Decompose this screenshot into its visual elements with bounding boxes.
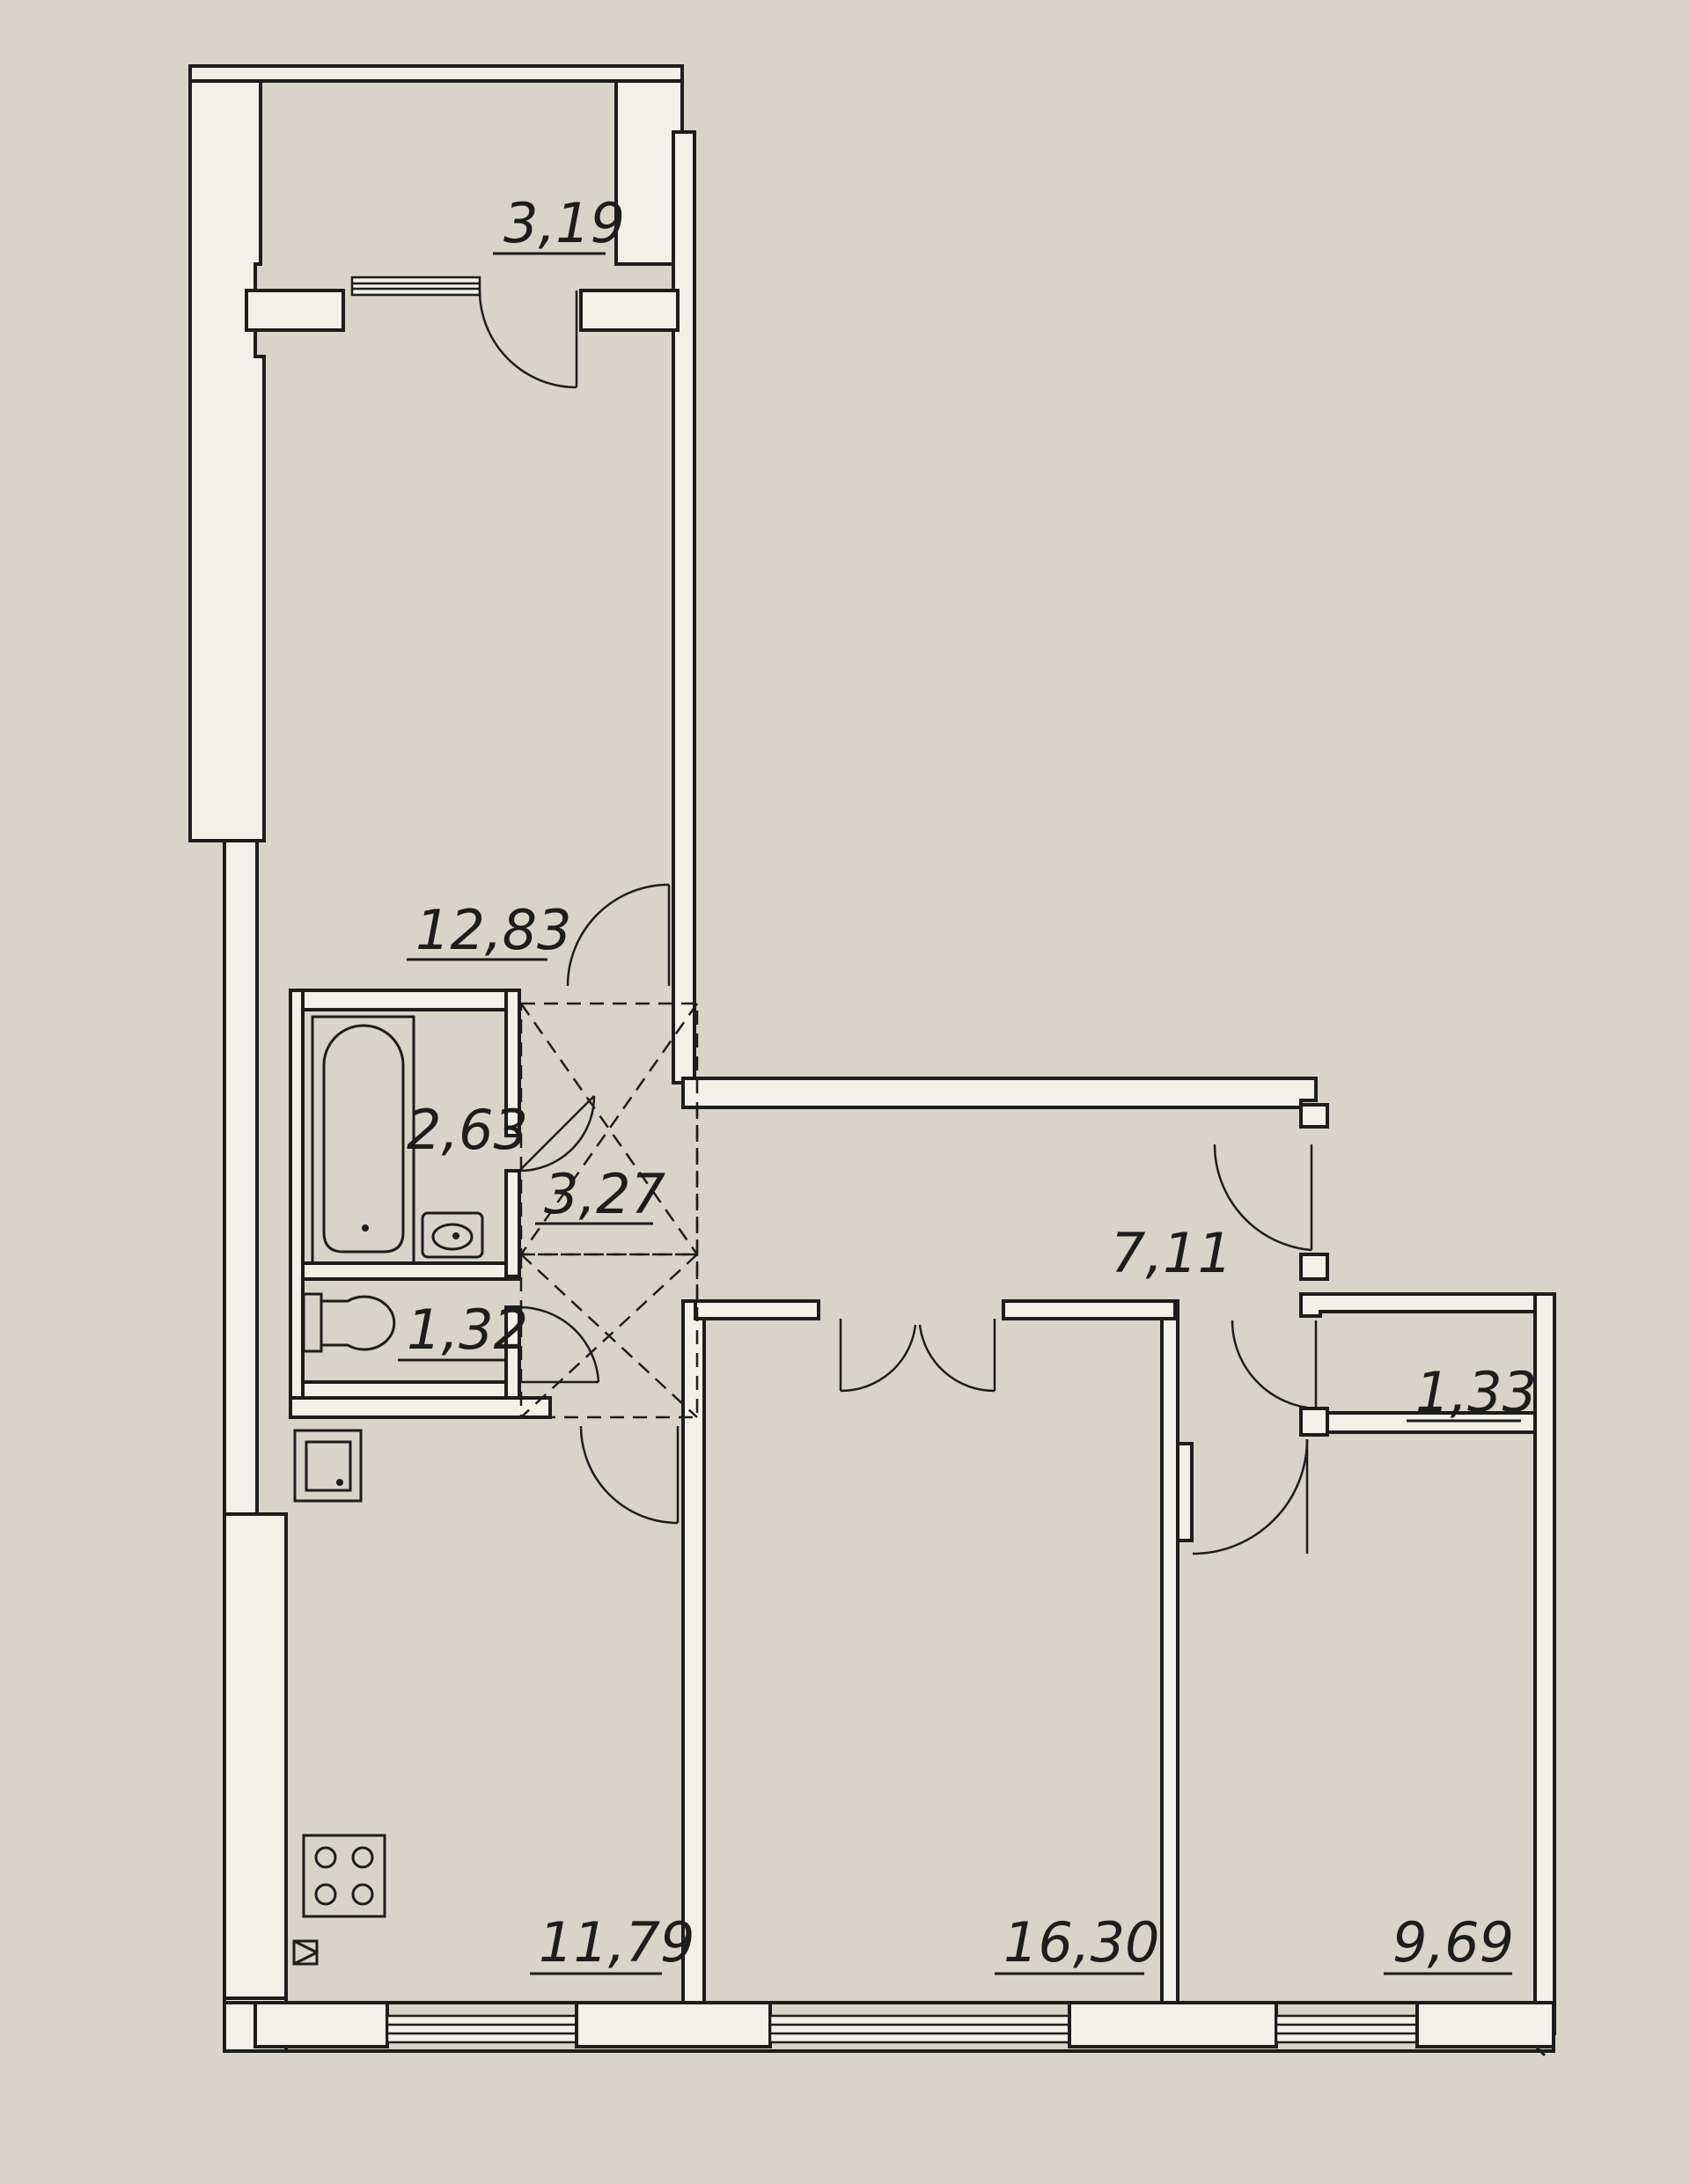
- hall-lower-cross-2: [520, 1254, 698, 1418]
- area-label-toilet: 1,32: [398, 1298, 528, 1362]
- corridor-door-arc: [1213, 1143, 1312, 1252]
- balcony-sill-left: [245, 289, 345, 332]
- bottom-wall-seg-2: [575, 2001, 772, 2048]
- bathroom-wall-left: [289, 989, 305, 1401]
- stove-burner-1: [314, 1846, 337, 1869]
- bath-toilet-divider: [289, 1261, 521, 1281]
- outer-wall-left-lower: [223, 839, 259, 1516]
- living-door-arc: [566, 883, 670, 987]
- hall-wall-bottom: [289, 1396, 552, 1419]
- bedroom-door-arc-right: [918, 1324, 996, 1393]
- gas-meter-line-1: [293, 1939, 318, 1954]
- bedroom-top-wall-left: [694, 1299, 820, 1320]
- bathroom-sink: [421, 1211, 484, 1259]
- area-label-hall: 3,27: [535, 1162, 665, 1226]
- small-bedroom-door-arc: [1192, 1438, 1309, 1555]
- balcony-window: [350, 276, 481, 297]
- bathroom-wall-top: [289, 989, 521, 1011]
- balcony-door-arc: [478, 290, 577, 389]
- area-text: 7,11: [1111, 1221, 1232, 1285]
- balcony-sill-right: [579, 289, 680, 332]
- bathtub-inner: [322, 1024, 405, 1254]
- bottom-wall-seg-1: [254, 2001, 389, 2048]
- bedroom-top-wall-right: [1002, 1299, 1177, 1320]
- storage-wall-top: [1299, 1292, 1551, 1318]
- area-label-bathroom: 2,63: [407, 1098, 528, 1162]
- bottom-corner-mark: [1534, 2045, 1547, 2057]
- kitchen-stove: [302, 1834, 386, 1918]
- area-text: 1,32: [407, 1298, 528, 1362]
- bathtub-drain: [362, 1224, 369, 1232]
- partition-bedrooms: [1160, 1299, 1179, 2025]
- bathroom-wall-right-top: [504, 989, 521, 1137]
- kitchen-window: [386, 2014, 578, 2044]
- area-label-corridor: 7,11: [1111, 1221, 1232, 1285]
- area-label-kitchen: 11,79: [530, 1910, 695, 1975]
- area-text: 2,63: [407, 1098, 528, 1162]
- hall-upper-cross-2: [519, 1003, 699, 1255]
- area-label-storage: 1,33: [1407, 1360, 1537, 1424]
- outer-wall-right-lower: [1533, 1292, 1556, 2035]
- sink-drain: [452, 1232, 459, 1239]
- kitchen-sink: [293, 1429, 363, 1503]
- bedroom-window: [768, 2014, 1071, 2044]
- bathtub-outer: [311, 1015, 415, 1265]
- corridor-door-jamb-bottom: [1299, 1253, 1329, 1281]
- area-text: 9,69: [1392, 1910, 1514, 1974]
- stove-burner-4: [351, 1883, 374, 1906]
- bottom-wall-seg-4: [1415, 2001, 1555, 2048]
- area-label-balcony: 3,19: [493, 191, 625, 255]
- hall-lower-dashed: [519, 1253, 699, 1419]
- area-text: 3,27: [544, 1162, 665, 1226]
- corridor-door-jamb-top: [1299, 1103, 1329, 1129]
- outer-wall-right-upper: [672, 130, 696, 1085]
- area-label-living-room: 12,83: [407, 898, 572, 962]
- bottom-wall-seg-3: [1068, 2001, 1278, 2048]
- bathroom-door-leaf: [518, 1095, 595, 1172]
- corridor-top-wall: [681, 1077, 1318, 1109]
- small-bedroom-window: [1275, 2014, 1419, 2044]
- bedroom-door-arc-left: [840, 1324, 917, 1393]
- storage-door-arc: [1231, 1320, 1317, 1410]
- toilet-bowl: [320, 1295, 396, 1351]
- hall-upper-cross-1: [519, 1003, 699, 1255]
- area-text: 1,33: [1415, 1360, 1537, 1424]
- bathroom-wall-right-mid: [504, 1169, 521, 1278]
- kitchen-sink-bowl: [305, 1440, 352, 1492]
- bathroom-door-arc: [518, 1095, 596, 1173]
- area-text: 16,30: [1003, 1910, 1160, 1974]
- area-label-bedroom-large: 16,30: [995, 1910, 1160, 1975]
- area-text: 12,83: [415, 898, 572, 962]
- balcony-top-wall: [188, 64, 684, 83]
- area-text: 3,19: [503, 191, 625, 255]
- storage-door-jamb: [1299, 1407, 1329, 1437]
- bathroom-sink-bowl: [431, 1223, 474, 1251]
- stove-burner-2: [351, 1846, 374, 1869]
- kitchen-sink-drain: [336, 1479, 343, 1486]
- partition-bedrooms-jog: [1176, 1442, 1194, 1542]
- stove-burner-3: [314, 1883, 337, 1906]
- toilet-door-arc: [518, 1305, 600, 1383]
- gas-meter-line-2: [293, 1951, 318, 1966]
- area-label-bedroom-small: 9,69: [1384, 1910, 1514, 1975]
- kitchen-door-arc: [579, 1425, 679, 1525]
- area-text: 11,79: [539, 1910, 695, 1974]
